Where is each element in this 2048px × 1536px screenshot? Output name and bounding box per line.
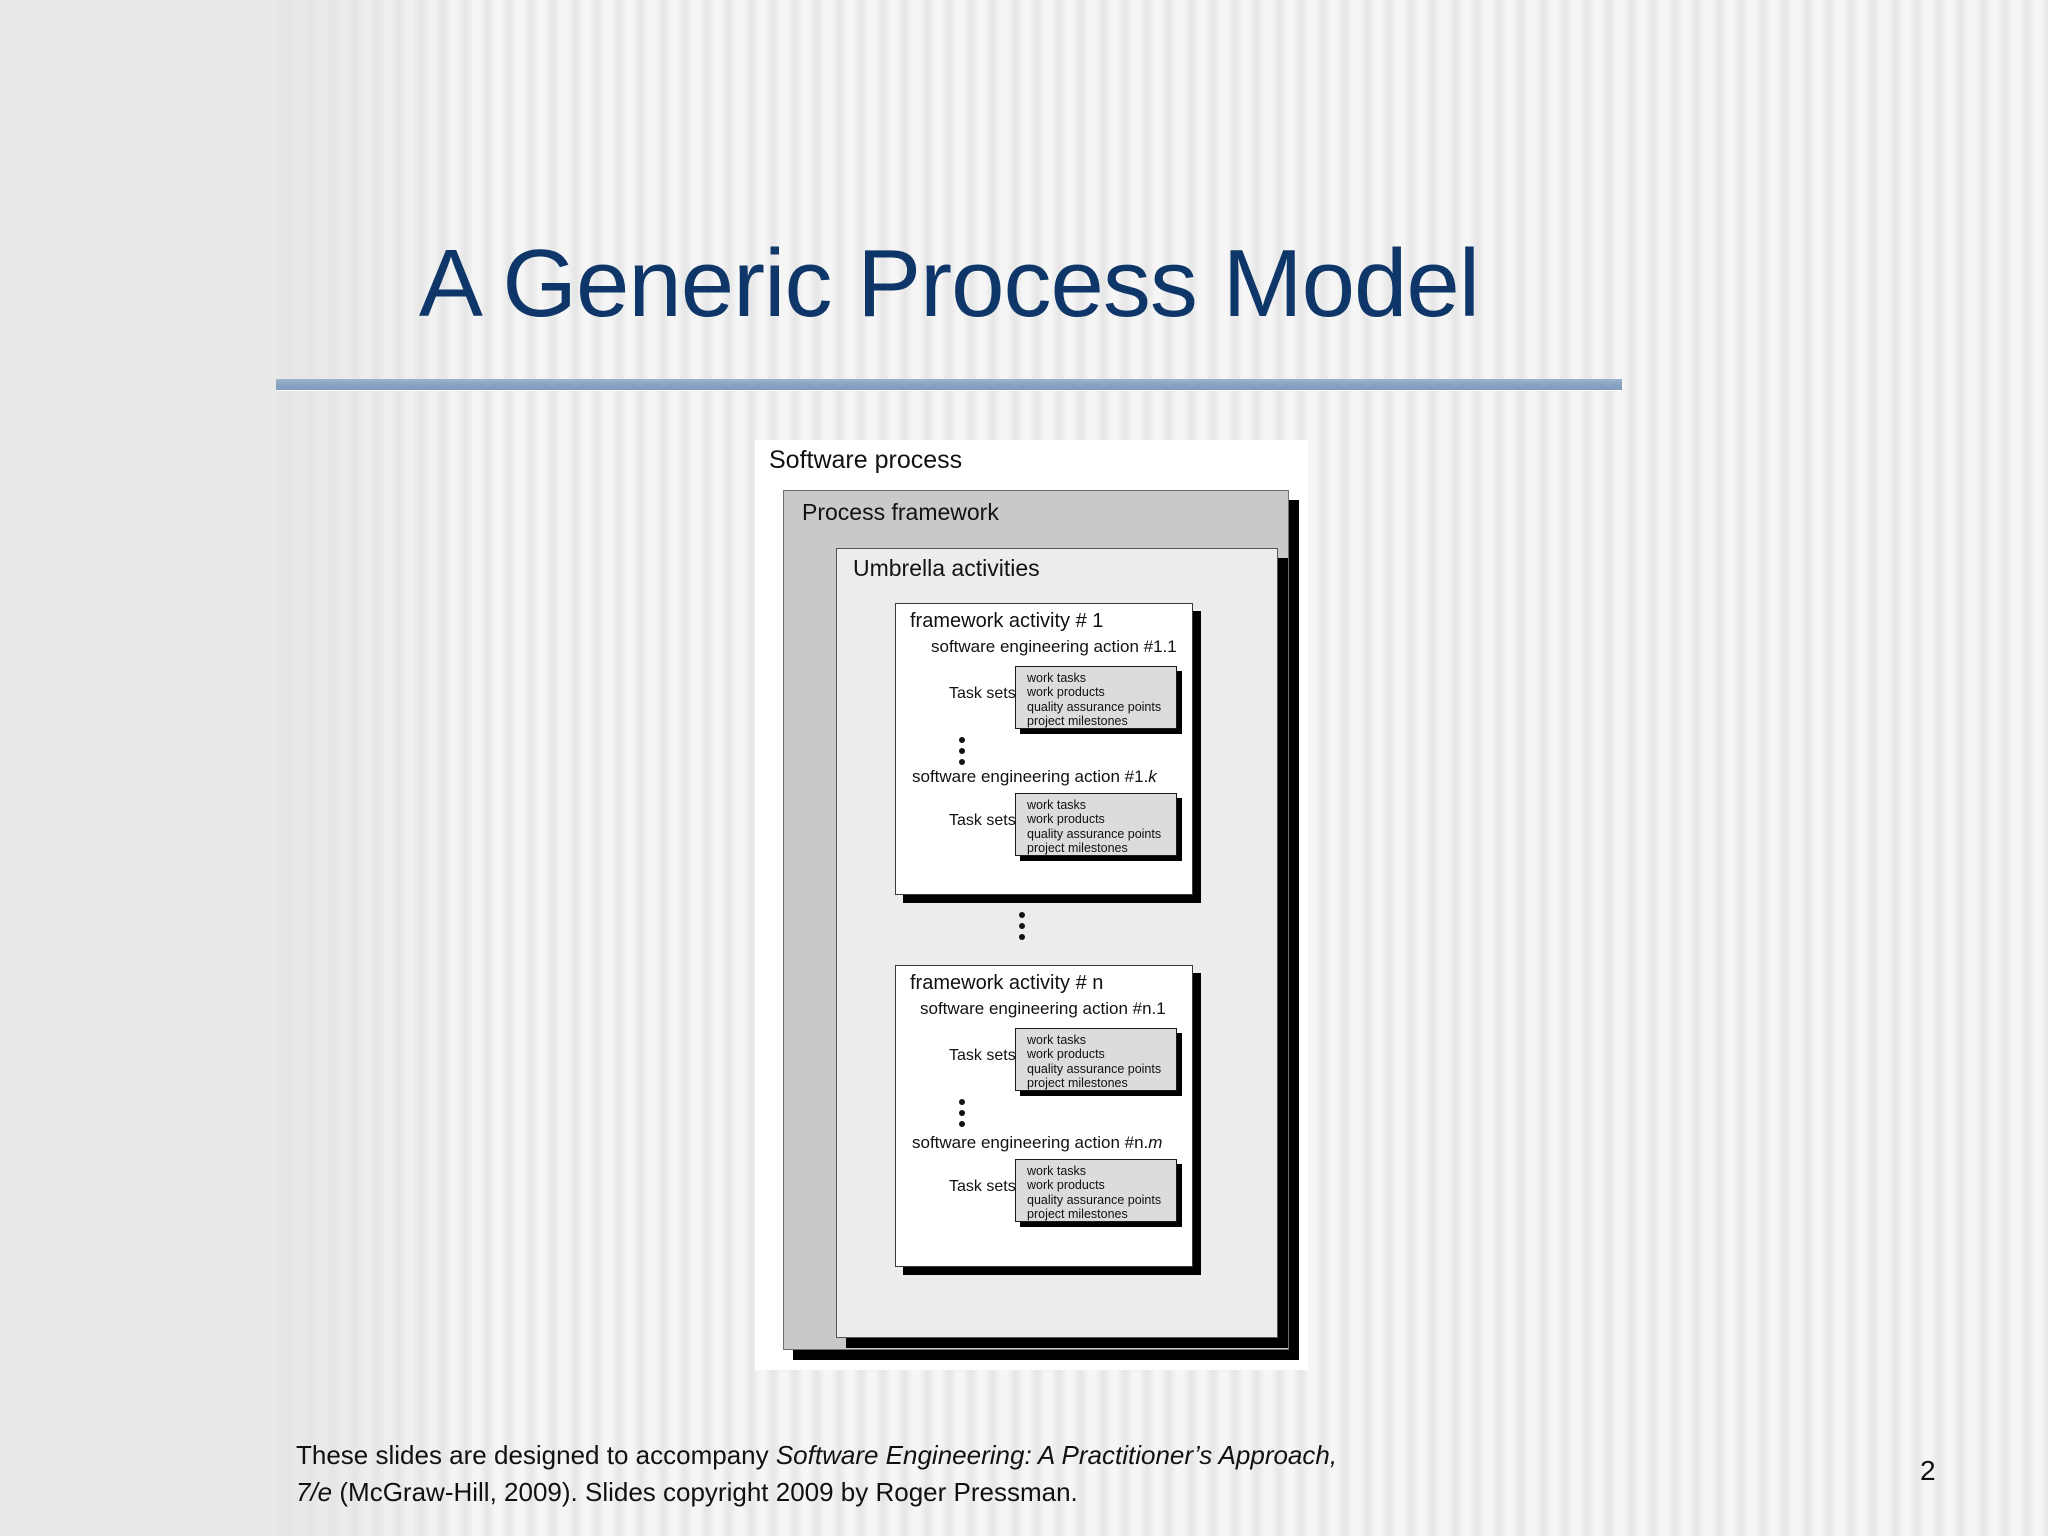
se-action-1-1-text: software engineering action #1.1	[931, 637, 1177, 656]
task-set-item: quality assurance points	[1027, 1061, 1162, 1076]
task-set-item: work products	[1027, 812, 1105, 827]
task-sets-label-n-m: Task sets	[949, 1178, 1016, 1195]
se-action-n-1-label: software engineering action #n.1	[920, 999, 1166, 1019]
slide-footer-credit: These slides are designed to accompany S…	[296, 1437, 1476, 1511]
footer-line1-prefix: These slides are designed to accompany	[296, 1440, 776, 1470]
framework-activity-n-box: framework activity # n software engineer…	[895, 965, 1193, 1267]
se-action-n-1-text: software engineering action #n.1	[920, 999, 1166, 1018]
task-set-item: project milestones	[1027, 1076, 1128, 1091]
footer-book-title: Software Engineering: A Practitioner’s A…	[775, 1440, 1338, 1470]
task-set-item: work products	[1027, 1047, 1105, 1062]
umbrella-activities-label: Umbrella activities	[853, 555, 1040, 581]
task-set-item: quality assurance points	[1027, 826, 1162, 841]
task-set-box-1-k: work tasks work products quality assuran…	[1015, 793, 1177, 856]
se-action-1-k-index: k	[1148, 767, 1157, 786]
umbrella-activities-box: Umbrella activities framework activity #…	[836, 548, 1278, 1338]
task-set-item: project milestones	[1027, 714, 1128, 729]
vertical-ellipsis-icon-between-activities	[1019, 912, 1025, 940]
task-sets-label-n-1: Task sets	[949, 1047, 1016, 1064]
task-set-box-1-1: work tasks work products quality assuran…	[1015, 666, 1177, 729]
se-action-n-m-text: software engineering action #n.	[912, 1133, 1149, 1152]
vertical-ellipsis-icon	[959, 737, 965, 765]
task-set-item: work tasks	[1027, 798, 1087, 812]
task-sets-label-1-k: Task sets	[949, 812, 1016, 829]
page-title: A Generic Process Model	[418, 230, 1480, 337]
software-process-label: Software process	[769, 446, 963, 474]
framework-activity-n-label: framework activity # n	[910, 972, 1104, 994]
task-set-item: work tasks	[1027, 1033, 1087, 1047]
task-set-box-n-1: work tasks work products quality assuran…	[1015, 1028, 1177, 1091]
framework-activity-1-label: framework activity # 1	[910, 610, 1104, 632]
title-divider-rule	[276, 379, 1622, 390]
task-set-item: quality assurance points	[1027, 1192, 1162, 1207]
se-action-1-1-label: software engineering action #1.1	[931, 637, 1177, 657]
se-action-n-m-label: software engineering action #n.m	[912, 1133, 1162, 1153]
background-flat-band	[0, 0, 276, 1536]
process-framework-label: Process framework	[802, 499, 999, 525]
task-set-item: project milestones	[1027, 841, 1128, 856]
task-set-item: work products	[1027, 685, 1105, 700]
footer-edition: 7/e	[296, 1477, 333, 1507]
generic-process-model-diagram: Software process Process framework Umbre…	[755, 440, 1308, 1370]
vertical-ellipsis-icon	[959, 1099, 965, 1127]
page-number: 2	[1920, 1455, 1936, 1486]
footer-line2-suffix: (McGraw-Hill, 2009). Slides copyright 20…	[332, 1477, 1078, 1507]
se-action-1-k-text: software engineering action #1.	[912, 767, 1149, 786]
task-set-item: quality assurance points	[1027, 699, 1162, 714]
se-action-1-k-label: software engineering action #1.k	[912, 767, 1157, 787]
task-set-item: work tasks	[1027, 671, 1087, 685]
se-action-n-m-index: m	[1148, 1133, 1163, 1152]
framework-activity-1-box: framework activity # 1 software engineer…	[895, 603, 1193, 895]
task-set-box-n-m: work tasks work products quality assuran…	[1015, 1159, 1177, 1222]
task-set-item: work products	[1027, 1178, 1105, 1193]
process-framework-box: Process framework Umbrella activities fr…	[783, 490, 1289, 1350]
task-set-item: work tasks	[1027, 1164, 1087, 1178]
task-set-item: project milestones	[1027, 1207, 1128, 1222]
task-sets-label-1-1: Task sets	[949, 685, 1016, 702]
